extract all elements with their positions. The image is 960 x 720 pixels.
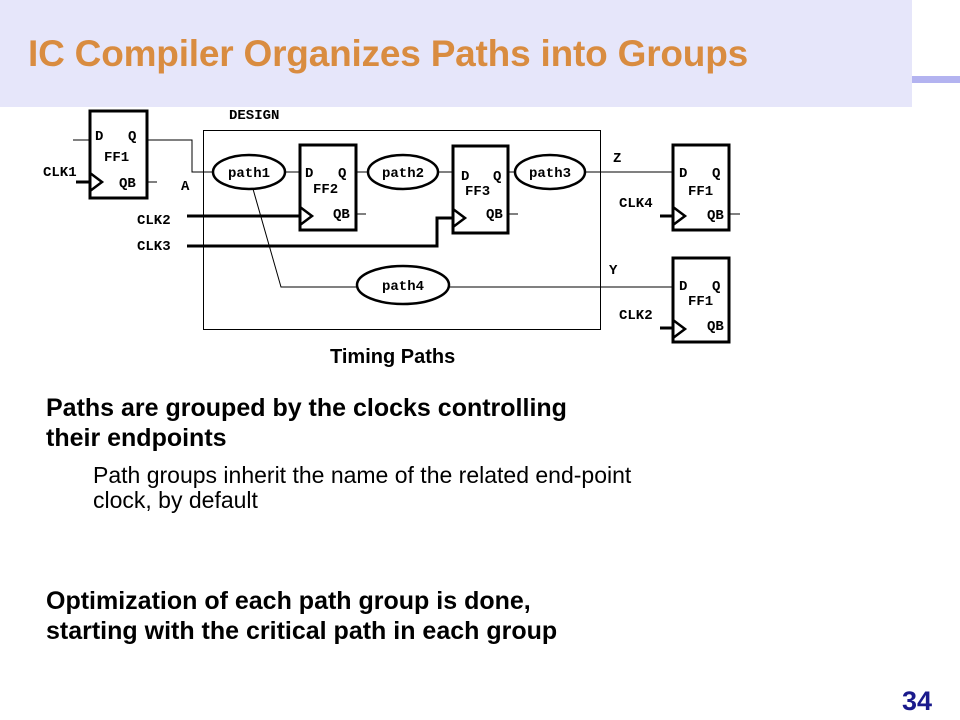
svg-text:QB: QB: [707, 319, 724, 335]
wire-ff1-q-to-path1: [147, 139, 213, 173]
svg-text:QB: QB: [119, 176, 136, 192]
path4-node: path4: [355, 264, 451, 306]
path1-node: path1: [211, 153, 287, 191]
svg-text:path3: path3: [529, 166, 571, 182]
svg-text:FF1: FF1: [104, 150, 129, 166]
svg-text:D: D: [95, 129, 103, 145]
svg-text:D: D: [679, 279, 687, 295]
wires: [73, 139, 740, 330]
clk2-label: CLK2: [137, 213, 171, 229]
svg-text:FF3: FF3: [465, 184, 490, 200]
page-number: 34: [902, 686, 933, 716]
svg-text:path2: path2: [382, 166, 424, 182]
flipflop-ff1-left: D Q FF1 QB: [88, 109, 149, 200]
clk2-out-label: CLK2: [619, 308, 653, 324]
svg-text:FF2: FF2: [313, 182, 338, 198]
header-band: [0, 0, 912, 107]
flipflop-ff1-top-right: D Q FF1 QB: [671, 143, 731, 232]
svg-text:D: D: [461, 169, 469, 185]
slide-title: IC Compiler Organizes Paths into Groups: [28, 33, 748, 74]
path2-node: path2: [366, 153, 440, 191]
design-box: [203, 130, 601, 330]
clk4-label: CLK4: [619, 196, 653, 212]
svg-text:Q: Q: [712, 166, 720, 182]
clk3-label: CLK3: [137, 239, 171, 255]
svg-text:D: D: [679, 166, 687, 182]
clk1-label: CLK1: [43, 165, 77, 181]
bullet-1-sub: Path groups inherit the name of the rela…: [93, 462, 632, 513]
svg-text:FF1: FF1: [688, 184, 713, 200]
port-z-label: Z: [613, 151, 621, 167]
bullet-2: Optimization of each path group is done,…: [46, 587, 558, 645]
svg-text:path1: path1: [228, 166, 270, 182]
flipflop-ff2: D Q FF2 QB: [298, 143, 358, 232]
path3-node: path3: [513, 153, 587, 191]
wire-clk3: [187, 216, 453, 248]
header-accent-bar: [912, 76, 960, 83]
svg-text:Q: Q: [338, 166, 346, 182]
svg-text:QB: QB: [486, 207, 503, 223]
flipflop-ff1-bottom-right: D Q FF1 QB: [671, 256, 731, 344]
wire-path1-to-path4: [252, 188, 357, 288]
bullet-1: Paths are grouped by the clocks controll…: [46, 394, 567, 452]
svg-text:FF1: FF1: [688, 294, 713, 310]
flipflop-ff3: D Q FF3 QB: [451, 144, 510, 235]
svg-text:QB: QB: [333, 207, 350, 223]
svg-text:D: D: [305, 166, 313, 182]
svg-text:QB: QB: [707, 208, 724, 224]
svg-text:Q: Q: [493, 169, 501, 185]
svg-text:Q: Q: [128, 129, 136, 145]
port-a-label: A: [181, 179, 190, 195]
svg-text:Q: Q: [712, 279, 720, 295]
svg-text:path4: path4: [382, 279, 424, 295]
diagram-caption: Timing Paths: [330, 346, 456, 368]
port-y-label: Y: [609, 263, 618, 279]
design-label: DESIGN: [229, 108, 279, 124]
